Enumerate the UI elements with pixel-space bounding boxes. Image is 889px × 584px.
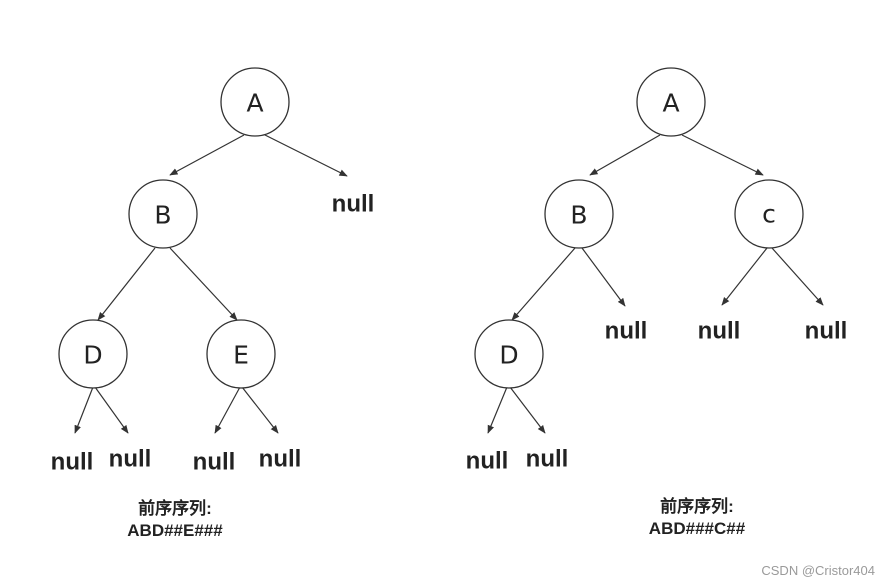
left-null-A-right: null [332, 191, 375, 218]
edge-A2-C2 [681, 134, 764, 176]
right-null-D-right: null [526, 446, 569, 473]
left-tree-edges [74, 134, 348, 434]
right-caption: 前序序列: ABD###C## [567, 496, 827, 540]
edge-E-null1 [214, 386, 241, 434]
right-null-D-left: null [466, 448, 509, 475]
left-caption-sequence: ABD##E### [127, 521, 223, 540]
node-label: B [570, 201, 587, 230]
node-label: B [154, 201, 171, 230]
right-null-B-right: null [605, 318, 648, 345]
edge-D-null2 [94, 386, 129, 434]
edge-E-null2 [241, 386, 279, 434]
edge-B-D [97, 247, 156, 321]
left-null-D-left: null [51, 449, 94, 476]
node-label: A [662, 89, 679, 118]
watermark: CSDN @Cristor404 [761, 563, 875, 578]
right-caption-title: 前序序列: [660, 497, 734, 516]
left-caption: 前序序列: ABD##E### [45, 498, 305, 542]
node-label: c [762, 200, 776, 229]
edge-B2-D2 [511, 247, 576, 321]
edge-B-E [169, 247, 238, 321]
node-label: E [233, 341, 249, 370]
node-label: A [246, 89, 263, 118]
right-null-c-right: null [805, 318, 848, 345]
edge-D2-null1 [487, 386, 508, 434]
left-node-A: A [220, 67, 290, 137]
left-null-D-right: null [109, 446, 152, 473]
edge-C2-null2 [771, 247, 824, 306]
edge-D-null1 [74, 386, 94, 434]
left-node-D: D [58, 319, 128, 389]
edge-B2-null [581, 247, 626, 307]
node-label: D [83, 341, 102, 370]
right-tree-edges [487, 134, 824, 434]
left-null-E-left: null [193, 449, 236, 476]
edge-D2-null2 [509, 386, 546, 434]
left-node-B: B [128, 179, 198, 249]
right-node-c: c [734, 179, 804, 249]
edge-A-null [264, 134, 348, 177]
right-caption-sequence: ABD###C## [648, 519, 746, 538]
right-node-B: B [544, 179, 614, 249]
right-null-c-left: null [698, 318, 741, 345]
right-node-A: A [636, 67, 706, 137]
left-node-E: E [206, 319, 276, 389]
edge-C2-null1 [721, 247, 768, 306]
edge-A2-B2 [589, 134, 661, 176]
node-label: D [499, 341, 518, 370]
edge-A-B [169, 134, 245, 176]
left-null-E-right: null [259, 446, 302, 473]
left-caption-title: 前序序列: [138, 499, 212, 518]
right-node-D: D [474, 319, 544, 389]
